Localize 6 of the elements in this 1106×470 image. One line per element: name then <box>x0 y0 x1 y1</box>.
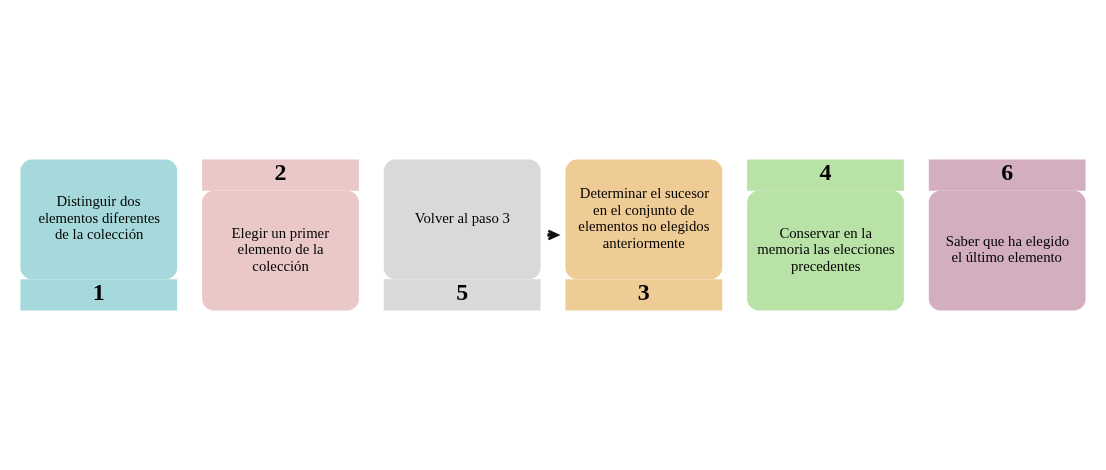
node-label: 5 <box>456 278 469 305</box>
node-label: 2 <box>274 158 287 185</box>
node-label: 6 <box>1001 158 1014 185</box>
node-label: 4 <box>819 158 832 185</box>
node-label: 3 <box>637 278 650 305</box>
node-label: 1 <box>92 278 105 305</box>
